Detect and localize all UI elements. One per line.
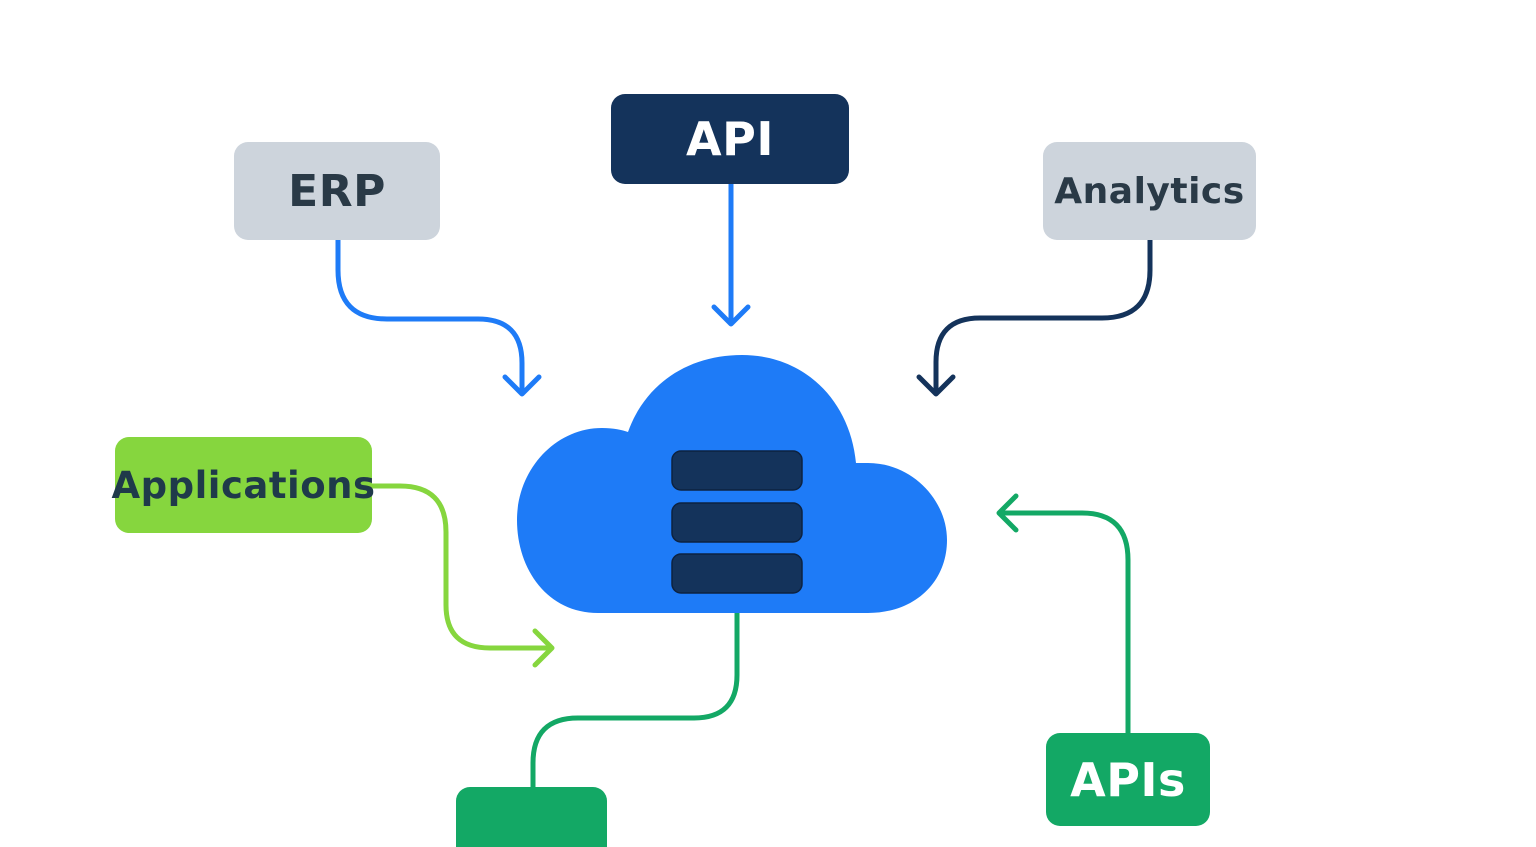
node-api-label: API — [686, 112, 774, 166]
diagram-canvas — [335, 181, 1153, 791]
node-analytics-label: Analytics — [1054, 170, 1245, 212]
edge-applications-to-cloud — [369, 483, 554, 651]
edge-erp-to-cloud — [335, 237, 525, 396]
node-api: API — [611, 94, 849, 184]
node-erp: ERP — [234, 142, 440, 240]
node-applications-label: Applications — [111, 463, 376, 507]
edge-analytics-to-cloud — [933, 237, 1153, 396]
edge-cloud-to-bottom — [530, 609, 740, 791]
edge-apis-to-cloud — [997, 510, 1131, 736]
arrowhead-api — [711, 304, 751, 327]
arrowhead-applications — [532, 628, 555, 668]
node-apis: APIs — [1046, 733, 1210, 826]
node-erp-label: ERP — [288, 165, 386, 217]
arrowhead-erp — [502, 374, 542, 397]
node-applications: Applications — [111, 437, 375, 533]
database-layer-1 — [671, 450, 803, 491]
database-layer-2 — [671, 502, 803, 543]
cloud-database-icon — [517, 355, 947, 613]
database-layer-3 — [671, 553, 803, 594]
node-analytics: Analytics — [1043, 142, 1256, 240]
arrowhead-apis — [996, 493, 1019, 533]
arrowhead-analytics — [916, 374, 956, 397]
node-apis-label: APIs — [1070, 752, 1186, 807]
node-bottom-partial — [456, 787, 607, 847]
